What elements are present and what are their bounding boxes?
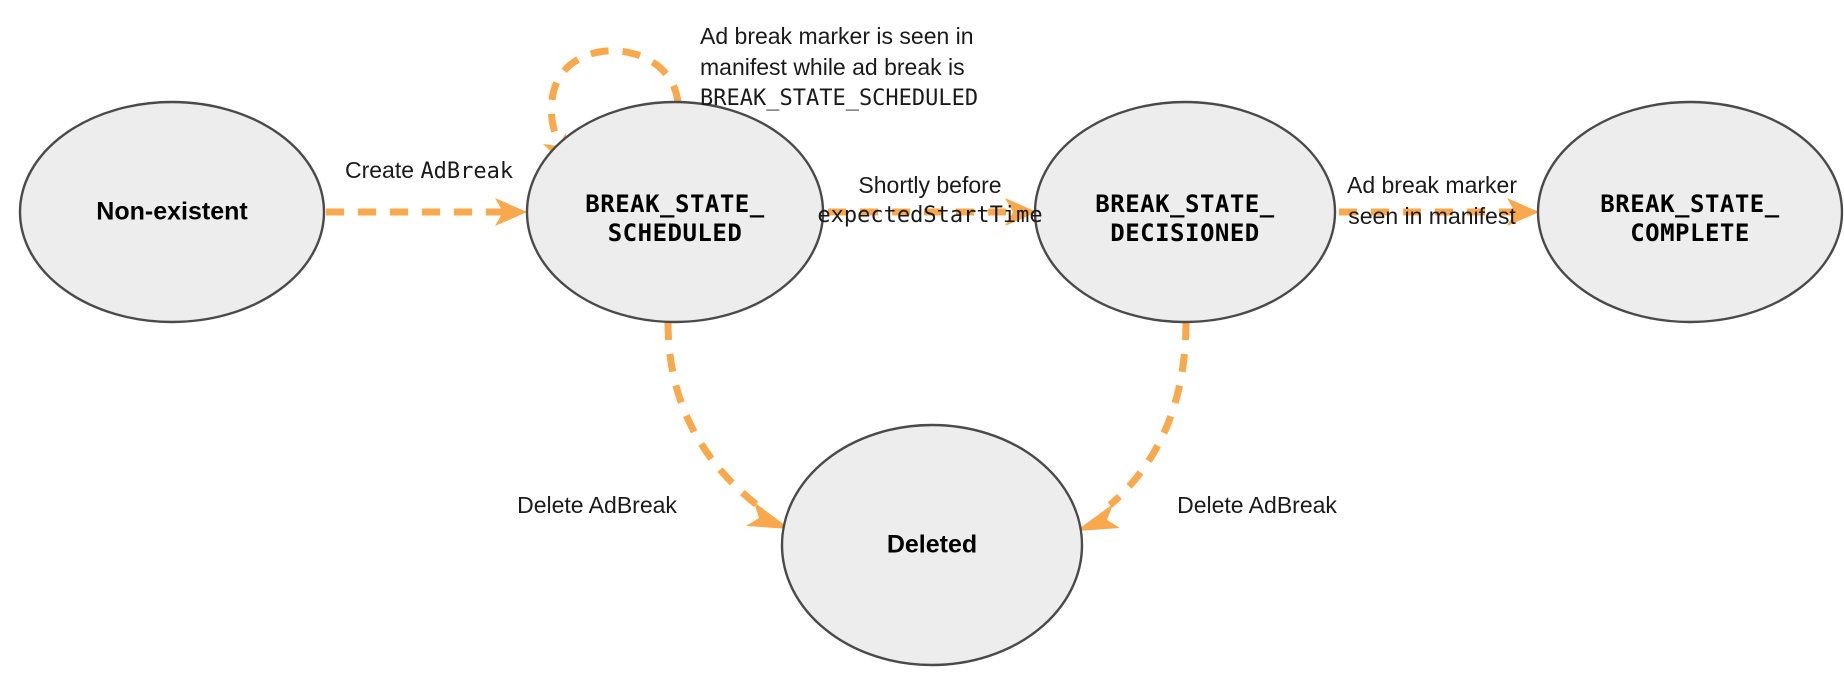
state-node-break-state-complete[interactable]: BREAK_STATE_ COMPLETE	[1536, 100, 1844, 324]
node-scheduled-shape[interactable]	[525, 100, 825, 324]
edge-delete-from-scheduled-arrowhead	[746, 502, 790, 529]
edge-create-adbreak	[326, 198, 527, 226]
edge-label-marker-line2: seen in manifest	[1348, 203, 1516, 229]
edge-label-delete-from-decisioned: Delete AdBreak	[1177, 492, 1337, 518]
edge-label-delete-left: Delete AdBreak	[517, 492, 677, 518]
state-node-deleted[interactable]: Deleted	[780, 423, 1084, 667]
node-decisioned-label-line2: DECISIONED	[1110, 219, 1260, 247]
edge-label-delete-right: Delete AdBreak	[1177, 492, 1337, 518]
edge-label-create-sans-part: Create	[345, 157, 420, 183]
node-deleted-shape[interactable]	[780, 423, 1084, 667]
edge-create-adbreak-arrowhead	[495, 198, 527, 226]
edge-label-marker-seen-in-manifest: Ad break marker seen in manifest	[1347, 172, 1517, 229]
edge-label-create-adbreak: Create AdBreak	[345, 157, 513, 184]
edge-label-shortly-before: Shortly before expectedStartTime	[817, 172, 1042, 228]
loop-label-line1: Ad break marker is seen in	[700, 23, 974, 49]
state-node-non-existent[interactable]: Non-existent	[18, 100, 326, 324]
state-node-break-state-decisioned[interactable]: BREAK_STATE_ DECISIONED	[1033, 100, 1337, 324]
edge-delete-from-decisioned	[1076, 321, 1190, 531]
edge-delete-from-decisioned-path	[1107, 321, 1190, 508]
loop-label-line3: BREAK_STATE_SCHEDULED	[700, 86, 978, 111]
edge-marker-seen-arrowhead	[1507, 198, 1539, 226]
edge-marker-seen-in-manifest	[1339, 198, 1539, 226]
edge-shortly-before	[828, 198, 1037, 226]
edge-label-scheduled-self-loop: Ad break marker is seen in manifest whil…	[700, 23, 978, 111]
node-complete-label-line2: COMPLETE	[1630, 219, 1750, 247]
node-scheduled-label-line2: SCHEDULED	[608, 219, 743, 247]
edge-label-create-adbreak-text: Create AdBreak	[345, 157, 513, 184]
edge-delete-from-scheduled-path	[664, 321, 760, 508]
edge-delete-from-scheduled	[664, 321, 790, 529]
node-deleted-label: Deleted	[887, 531, 977, 559]
state-node-break-state-scheduled[interactable]: BREAK_STATE_ SCHEDULED	[525, 100, 825, 324]
node-scheduled-label-line1: BREAK_STATE_	[585, 190, 764, 218]
node-complete-label-line1: BREAK_STATE_	[1600, 190, 1779, 218]
node-decisioned-shape[interactable]	[1033, 100, 1337, 324]
edge-label-delete-from-scheduled: Delete AdBreak	[517, 492, 677, 518]
edge-label-create-mono-part: AdBreak	[420, 159, 513, 184]
node-non-existent-label: Non-existent	[96, 198, 248, 226]
node-decisioned-label-line1: BREAK_STATE_	[1095, 190, 1274, 218]
loop-label-line2: manifest while ad break is	[700, 54, 965, 80]
node-complete-shape[interactable]	[1536, 100, 1844, 324]
edge-label-marker-line1: Ad break marker	[1347, 172, 1517, 198]
edge-scheduled-self-loop-path	[547, 47, 682, 149]
edge-delete-from-decisioned-arrowhead	[1076, 504, 1120, 531]
edge-shortly-before-arrowhead	[1005, 198, 1037, 226]
edge-label-shortly-line2: expectedStartTime	[817, 203, 1042, 228]
node-non-existent-shape[interactable]	[18, 100, 326, 324]
edge-label-shortly-line1: Shortly before	[858, 172, 1001, 198]
